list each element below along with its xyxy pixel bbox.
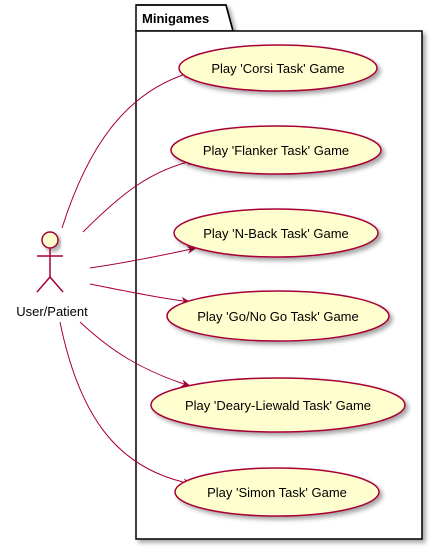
- package-title: Minigames: [142, 11, 209, 26]
- use-case-ellipse[interactable]: [150, 377, 406, 433]
- association-flanker: [82, 158, 197, 233]
- use-case-label: Play 'Go/No Go Task' Game: [197, 309, 359, 324]
- use-case-ellipse[interactable]: [178, 44, 378, 92]
- associations: [59, 70, 197, 487]
- use-case-flanker[interactable]: Play 'Flanker Task' Game: [170, 125, 382, 175]
- association-simon: [59, 321, 193, 487]
- use-case-simon[interactable]: Play 'Simon Task' Game: [174, 467, 380, 517]
- association-nback: [89, 246, 197, 269]
- use-case-label: Play 'Deary-Liewald Task' Game: [185, 398, 371, 413]
- use-case-label: Play 'Flanker Task' Game: [203, 143, 349, 158]
- association-deary: [79, 321, 191, 388]
- use-case-nback[interactable]: Play 'N-Back Task' Game: [173, 208, 379, 258]
- use-case-ellipse[interactable]: [170, 125, 382, 175]
- actor-left-leg: [36, 276, 51, 293]
- use-case-ellipse[interactable]: [173, 208, 379, 258]
- association-corsi: [61, 70, 193, 229]
- package-body: [135, 30, 423, 540]
- actor-head: [41, 231, 59, 249]
- actor-label: User/Patient: [16, 304, 88, 319]
- package-minigames: Minigames: [135, 4, 423, 540]
- use-case-label: Play 'Simon Task' Game: [207, 485, 347, 500]
- use-case-corsi[interactable]: Play 'Corsi Task' Game: [178, 44, 378, 92]
- use-case-ellipse[interactable]: [166, 290, 390, 342]
- use-case-deary-liewald[interactable]: Play 'Deary-Liewald Task' Game: [150, 377, 406, 433]
- actor-user-patient: User/Patient: [16, 231, 88, 319]
- use-case-label: Play 'N-Back Task' Game: [203, 226, 349, 241]
- actor-right-leg: [49, 276, 64, 293]
- use-case-label: Play 'Corsi Task' Game: [211, 61, 344, 76]
- association-gonogo: [89, 283, 191, 305]
- use-case-gonogo[interactable]: Play 'Go/No Go Task' Game: [166, 290, 390, 342]
- use-case-ellipse[interactable]: [174, 467, 380, 517]
